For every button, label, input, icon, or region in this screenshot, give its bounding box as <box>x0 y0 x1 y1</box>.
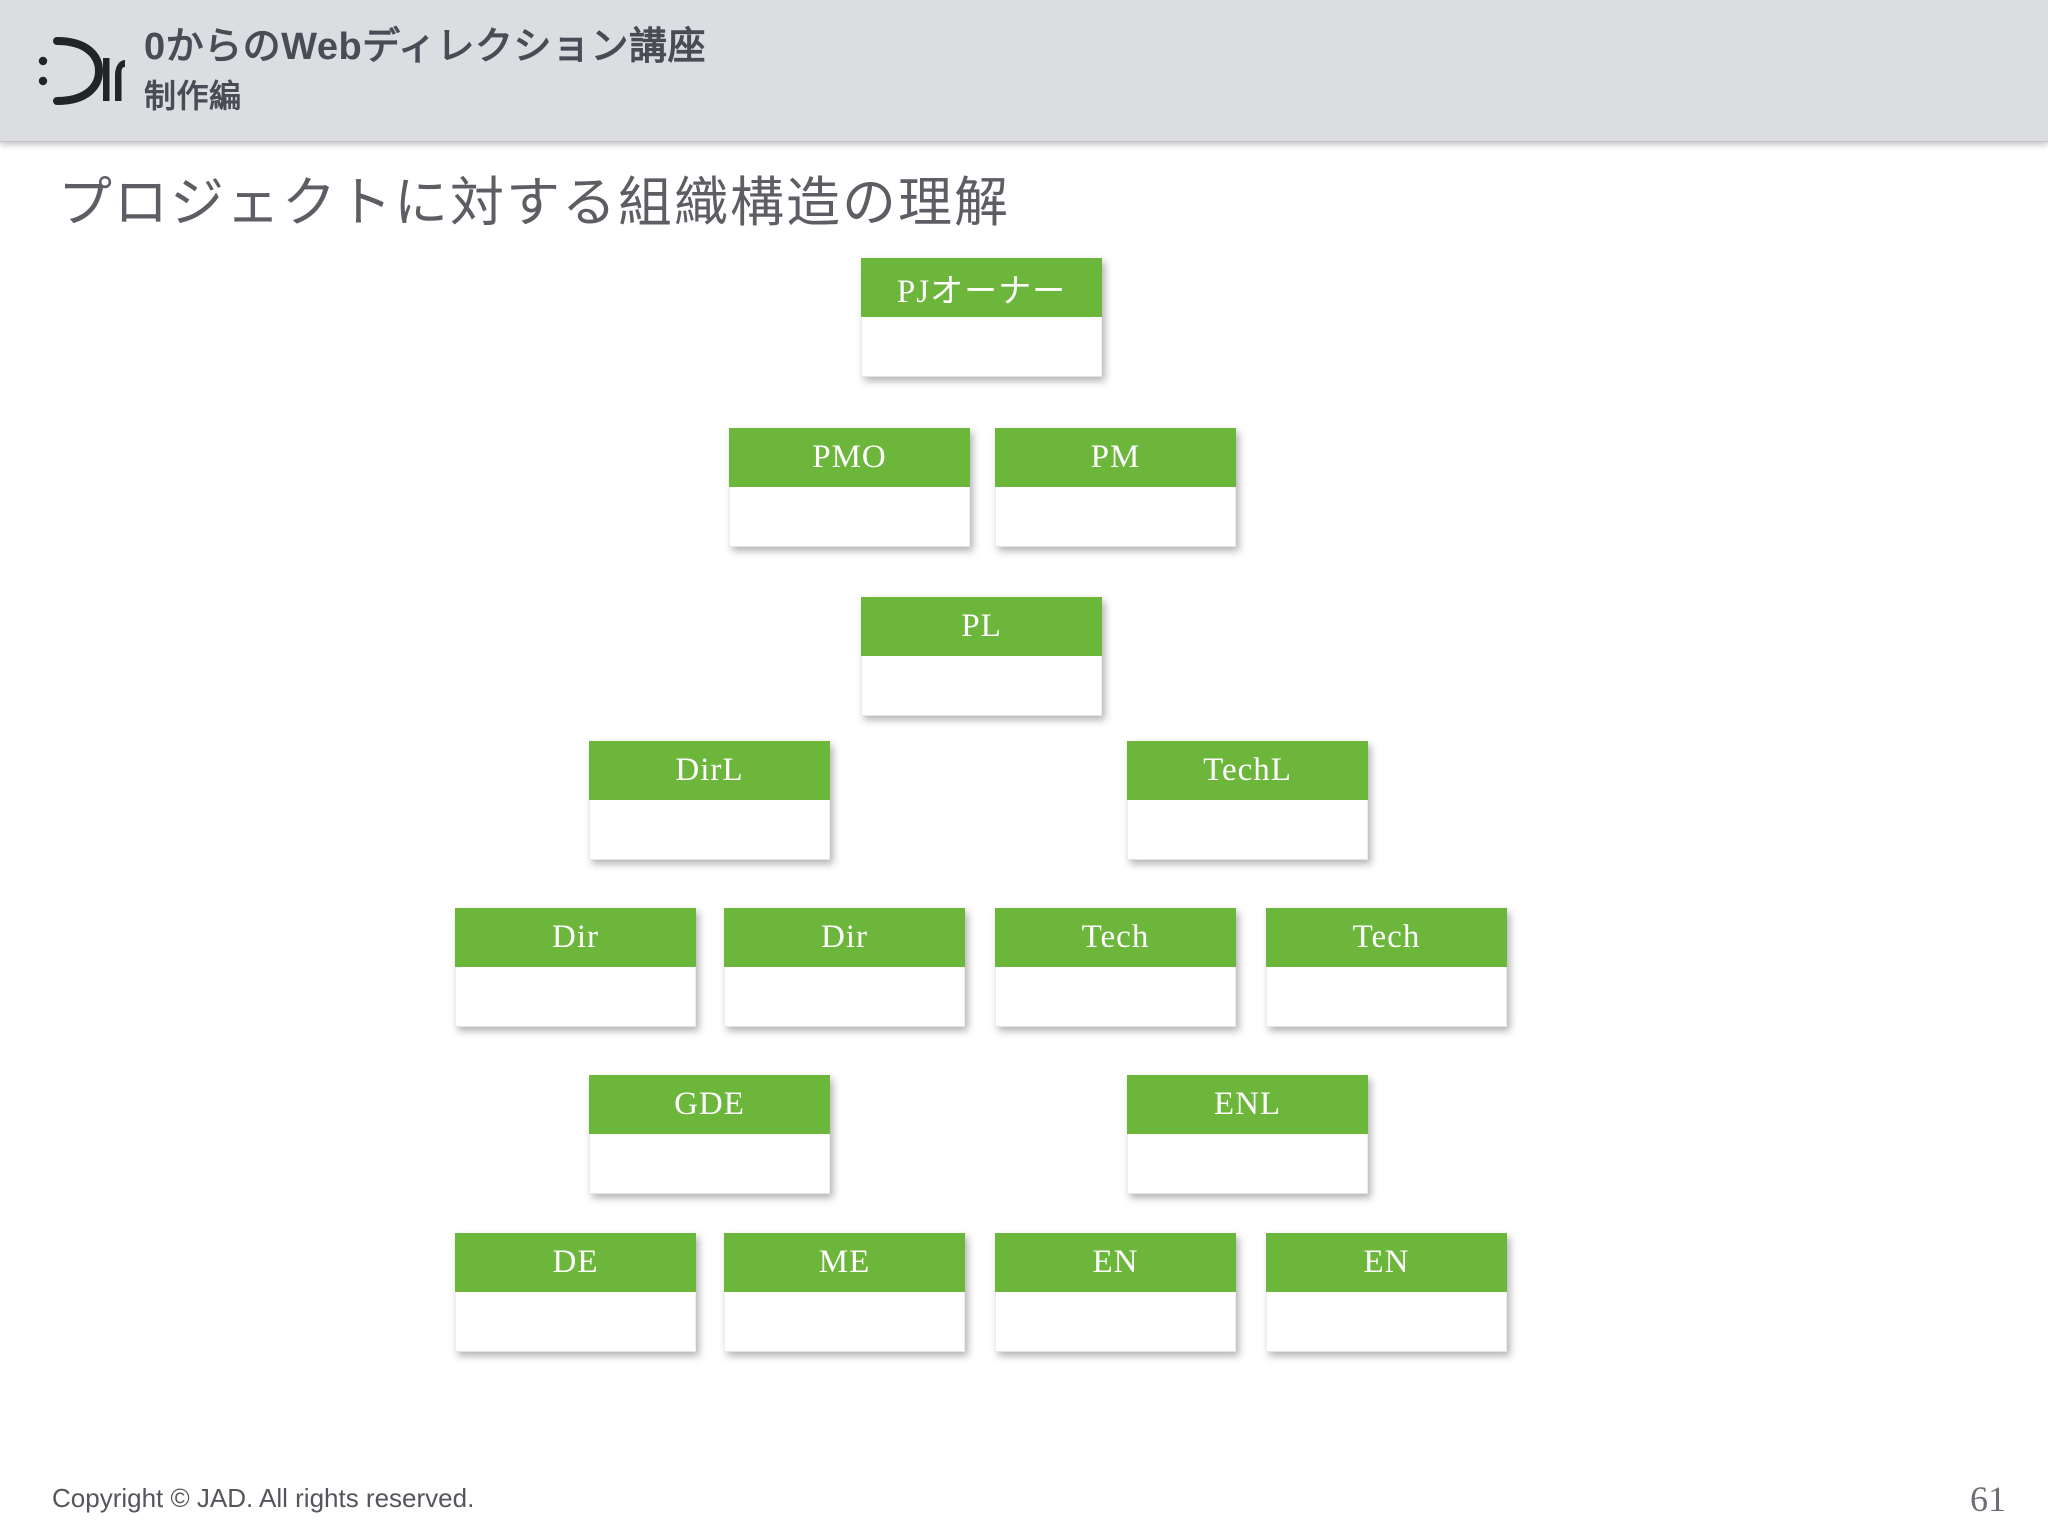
org-node[interactable]: EN <box>1266 1233 1507 1352</box>
org-node[interactable]: PL <box>861 597 1102 716</box>
footer-copyright: Copyright © JAD. All rights reserved. <box>52 1483 475 1513</box>
org-node[interactable]: Tech <box>1266 908 1507 1027</box>
header-title-group: 0からのWebディレクション講座 制作編 <box>144 23 706 118</box>
org-node[interactable]: ME <box>724 1233 965 1352</box>
org-chart-row: GDE ENL <box>0 1075 2048 1195</box>
org-node[interactable]: GDE <box>589 1075 830 1194</box>
slide-header-bar: 0からのWebディレクション講座 制作編 <box>0 0 2048 142</box>
org-node[interactable]: PM <box>995 428 1236 547</box>
org-node-label: PL <box>961 608 1002 644</box>
org-node-header: GDE <box>589 1075 830 1134</box>
org-node-header: PJオーナー <box>861 258 1102 317</box>
org-node-label: PM <box>1090 439 1141 475</box>
org-chart-row: PJオーナー <box>0 258 2048 378</box>
org-node-label: PJオーナー <box>896 273 1067 310</box>
org-chart-row: Dir Dir Tech Tech <box>0 908 2048 1028</box>
org-node-label: EN <box>1363 1244 1410 1280</box>
org-node-header: PMO <box>729 428 970 487</box>
header-title-sub: 制作編 <box>144 78 242 115</box>
org-node-header: Dir <box>724 908 965 967</box>
org-node-body <box>995 487 1236 547</box>
org-node-label: PMO <box>812 439 887 475</box>
org-node-header: ME <box>724 1233 965 1292</box>
org-node[interactable]: DirL <box>589 741 830 860</box>
header-title-main: 0からのWebディレクション講座 <box>144 26 707 68</box>
org-node-label: Dir <box>821 919 868 955</box>
org-node[interactable]: Dir <box>724 908 965 1027</box>
org-node-label: EN <box>1092 1244 1139 1280</box>
org-node[interactable]: EN <box>995 1233 1236 1352</box>
org-chart-row: PL <box>0 597 2048 717</box>
org-node-header: EN <box>995 1233 1236 1292</box>
org-node-label: ENL <box>1213 1086 1282 1122</box>
org-node[interactable]: PJオーナー <box>861 258 1102 377</box>
org-node[interactable]: Dir <box>455 908 696 1027</box>
org-node-body <box>724 967 965 1027</box>
org-node[interactable]: ENL <box>1127 1075 1368 1194</box>
org-node-header: DirL <box>589 741 830 800</box>
org-chart-row: DirL TechL <box>0 741 2048 861</box>
org-node-body <box>1127 800 1368 860</box>
org-node-label: ME <box>818 1244 871 1280</box>
org-node-body <box>589 1134 830 1194</box>
org-node-label: Dir <box>552 919 599 955</box>
org-node-header: Dir <box>455 908 696 967</box>
org-node-body <box>995 967 1236 1027</box>
org-node-label: Tech <box>1352 919 1421 955</box>
org-chart-row: PMO PM <box>0 428 2048 548</box>
org-node-body <box>861 656 1102 716</box>
org-chart-row: DE ME EN EN <box>0 1233 2048 1353</box>
org-node-label: TechL <box>1203 752 1292 788</box>
org-node-header: TechL <box>1127 741 1368 800</box>
org-node-header: PL <box>861 597 1102 656</box>
org-node-header: PM <box>995 428 1236 487</box>
org-node-body <box>729 487 970 547</box>
page-title: プロジェクトに対する組織構造の理解 <box>58 173 1010 233</box>
org-node-header: ENL <box>1127 1075 1368 1134</box>
org-node[interactable]: PMO <box>729 428 970 547</box>
dir-smiley-logo-icon <box>18 32 136 110</box>
org-node-label: DE <box>552 1244 599 1280</box>
org-node-header: DE <box>455 1233 696 1292</box>
org-node-body <box>1266 967 1507 1027</box>
org-node[interactable]: TechL <box>1127 741 1368 860</box>
org-node-body <box>724 1292 965 1352</box>
org-node-label: Tech <box>1081 919 1150 955</box>
org-node-header: EN <box>1266 1233 1507 1292</box>
org-node-header: Tech <box>1266 908 1507 967</box>
org-node-body <box>861 317 1102 377</box>
org-node-body <box>1266 1292 1507 1352</box>
org-node-label: DirL <box>675 752 744 788</box>
org-node-body <box>995 1292 1236 1352</box>
org-node-body <box>455 1292 696 1352</box>
org-node-body <box>589 800 830 860</box>
org-node-body <box>455 967 696 1027</box>
org-node[interactable]: DE <box>455 1233 696 1352</box>
page-number: 61 <box>1970 1479 2006 1519</box>
org-node-body <box>1127 1134 1368 1194</box>
org-node-header: Tech <box>995 908 1236 967</box>
org-node-label: GDE <box>674 1086 745 1122</box>
org-node[interactable]: Tech <box>995 908 1236 1027</box>
